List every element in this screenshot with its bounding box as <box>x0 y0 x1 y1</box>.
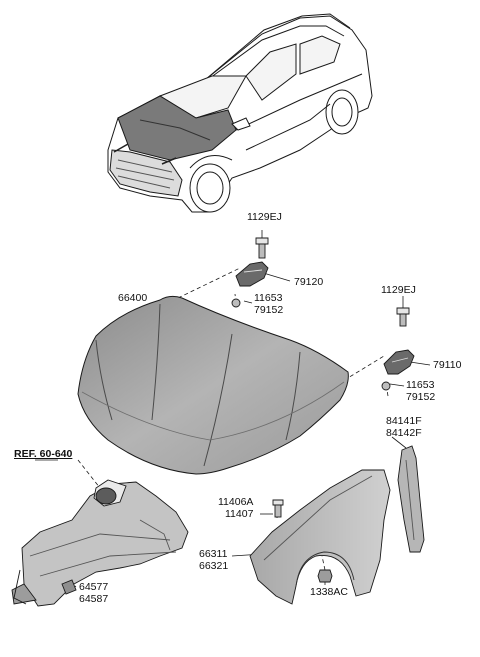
label-seal-84142f: 84142F <box>386 427 422 439</box>
label-bolt-11653-right: 11653 <box>406 379 435 391</box>
label-bolt-1129ej-right: 1129EJ <box>381 284 416 296</box>
label-fender-66321: 66321 <box>199 560 229 572</box>
seal-strip <box>397 445 425 553</box>
label-bolt-11407: 11407 <box>225 508 254 520</box>
label-fender-66311: 66311 <box>199 548 228 560</box>
label-hinge-79120: 79120 <box>294 276 324 288</box>
label-bolt-11406a: 11406A <box>218 496 254 508</box>
label-seal-84141f: 84141F <box>386 415 422 427</box>
right-hinge-assembly <box>381 307 415 391</box>
vehicle-overview <box>107 13 373 213</box>
label-hood-66400: 66400 <box>118 292 148 304</box>
left-hinge-assembly <box>231 237 269 308</box>
label-ref-60-640: REF. 60-640 <box>14 448 73 460</box>
front-structure <box>11 479 189 607</box>
label-bolt-79152-right: 79152 <box>406 391 436 403</box>
label-bracket-64587: 64587 <box>79 593 109 605</box>
label-bolt-11653-left: 11653 <box>254 292 283 304</box>
label-bolt-1129ej-top: 1129EJ <box>247 211 282 223</box>
label-hinge-79110: 79110 <box>433 359 462 371</box>
label-bolt-79152-left: 79152 <box>254 304 284 316</box>
hood-panel <box>77 295 349 475</box>
fender-panel <box>249 469 391 605</box>
label-bracket-64577: 64577 <box>79 581 109 593</box>
label-nut-1338ac: 1338AC <box>310 586 348 598</box>
